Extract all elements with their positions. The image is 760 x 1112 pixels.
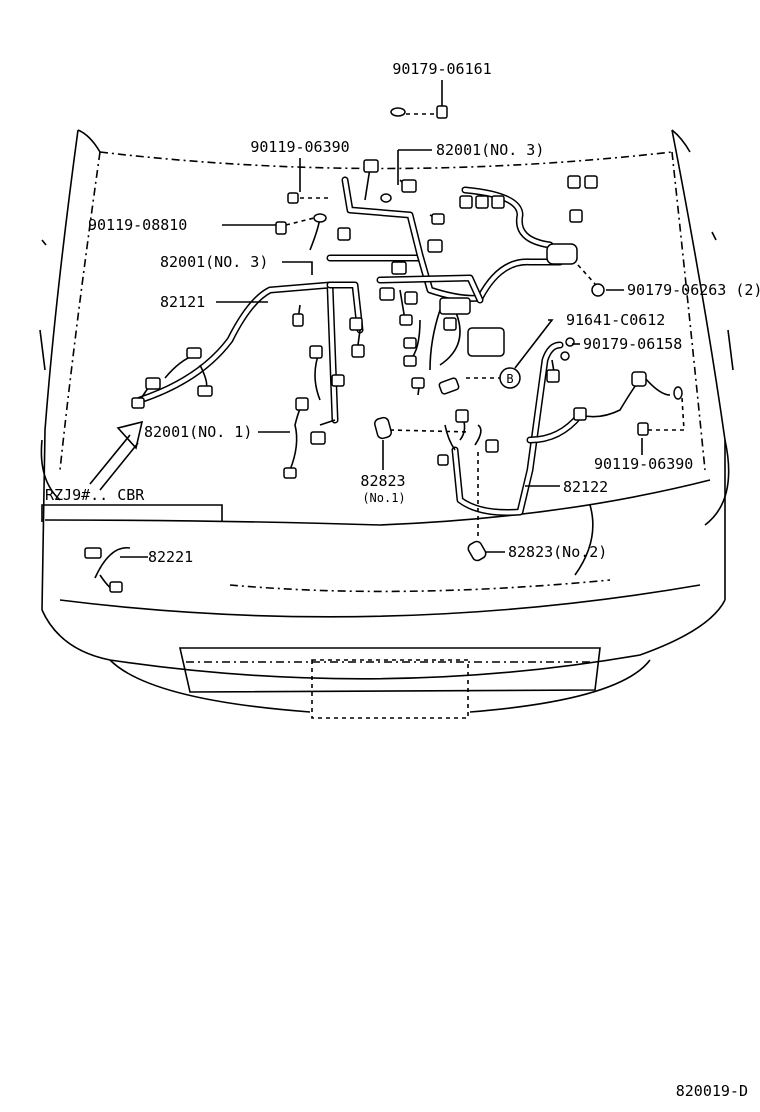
- label-82823-no1: (No.1): [362, 491, 405, 505]
- callout-b-letter: B: [506, 372, 513, 386]
- label-82122: 82122: [563, 478, 608, 496]
- label-90179-06161: 90179-06161: [392, 60, 491, 78]
- label-82001-no1: 82001(NO. 1): [144, 423, 252, 441]
- label-82001-no3-mid: 82001(NO. 3): [160, 253, 268, 271]
- label-90119-06390-right: 90119-06390: [594, 455, 693, 473]
- wiring-harness-diagram: B 90179-06161 90119-06390 82001(NO. 3) 9…: [0, 60, 760, 760]
- callout-b: B: [500, 368, 520, 388]
- label-82001-no3-top: 82001(NO. 3): [436, 141, 544, 159]
- label-82121: 82121: [160, 293, 205, 311]
- connectors: [85, 160, 646, 592]
- label-90119-08810: 90119-08810: [88, 216, 187, 234]
- part-labels: 90179-06161 90119-06390 82001(NO. 3) 901…: [45, 60, 760, 566]
- drawing-code: 820019-D: [675, 1082, 748, 1100]
- label-90119-06390-top: 90119-06390: [250, 138, 349, 156]
- leader-lines: [42, 80, 684, 557]
- label-82823: 82823: [360, 472, 405, 490]
- fasteners: [276, 106, 682, 435]
- harness-bundles: [140, 180, 580, 513]
- car-body-outline: [40, 130, 733, 718]
- label-82221: 82221: [148, 548, 193, 566]
- label-90179-06263: 90179-06263 (2): [627, 281, 760, 299]
- label-91641-c0612: 91641-C0612: [566, 311, 665, 329]
- label-82823-no2: 82823(No.2): [508, 543, 607, 561]
- label-rzj9-cbr: RZJ9#.. CBR: [45, 486, 145, 504]
- label-90179-06158: 90179-06158: [583, 335, 682, 353]
